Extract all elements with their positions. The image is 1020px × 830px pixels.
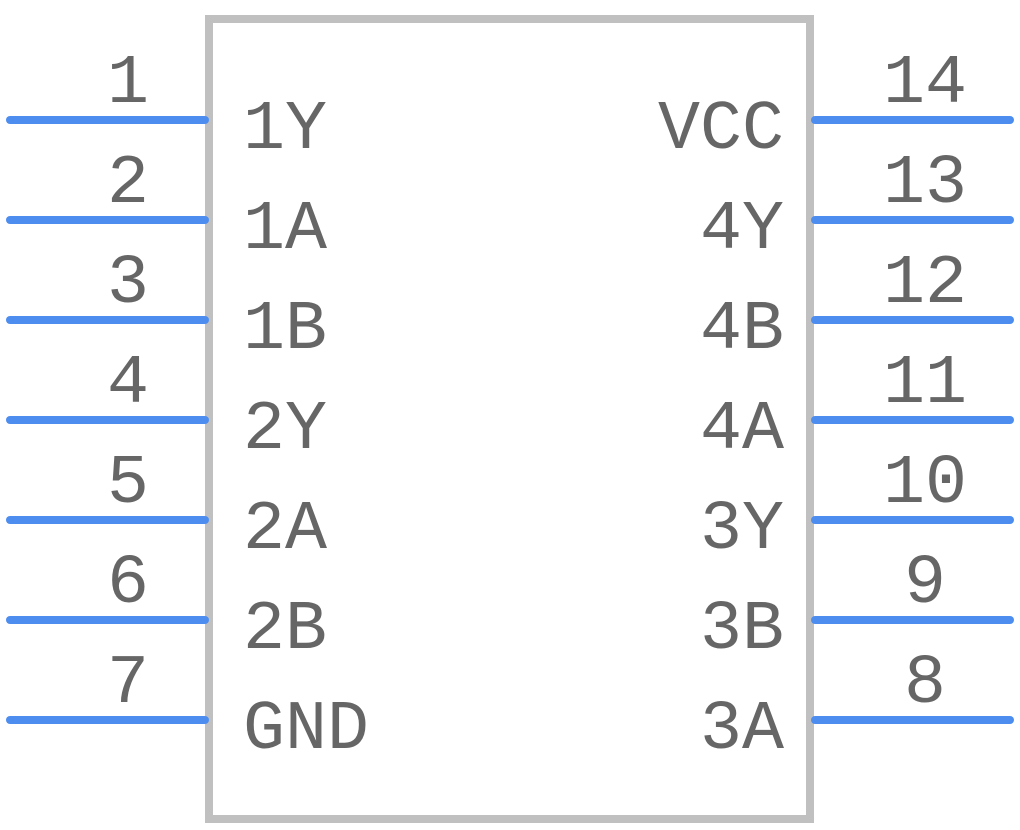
pin-name: 2A: [243, 491, 327, 570]
pin-number: 13: [883, 145, 967, 224]
pin-name: 1Y: [243, 91, 327, 170]
pin-number: 11: [883, 345, 967, 424]
pin-number: 7: [107, 645, 149, 724]
pin-name: 2B: [243, 591, 327, 670]
pin-8: 8 3A: [700, 645, 1014, 770]
pin-4: 4 2Y: [6, 345, 327, 470]
pin-number: 8: [904, 645, 946, 724]
pin-11: 11 4A: [700, 345, 1014, 470]
pin-name: 3A: [700, 691, 784, 770]
ic-body: [205, 15, 814, 823]
pin-9: 9 3B: [700, 545, 1014, 670]
pin-number: 12: [883, 245, 967, 324]
pin-1: 1 1Y: [6, 45, 327, 170]
pin-5: 5 2A: [6, 445, 327, 570]
pin-10: 10 3Y: [700, 445, 1014, 570]
pin-number: 6: [107, 545, 149, 624]
pin-13: 13 4Y: [700, 145, 1014, 270]
pin-number: 5: [107, 445, 149, 524]
pin-number: 1: [107, 45, 149, 124]
pin-name: 3B: [700, 591, 784, 670]
pin-name: GND: [243, 691, 369, 770]
pin-number: 2: [107, 145, 149, 224]
pin-3: 3 1B: [6, 245, 327, 370]
pin-6: 6 2B: [6, 545, 327, 670]
pin-name: 4A: [700, 391, 784, 470]
pin-name: 1B: [243, 291, 327, 370]
pin-name: 4B: [700, 291, 784, 370]
pin-name: 3Y: [700, 491, 784, 570]
pin-name: 4Y: [700, 191, 784, 270]
pin-2: 2 1A: [6, 145, 327, 270]
pin-number: 9: [904, 545, 946, 624]
pin-name: VCC: [658, 91, 784, 170]
pin-number: 14: [883, 45, 967, 124]
pin-12: 12 4B: [700, 245, 1014, 370]
pin-name: 1A: [243, 191, 327, 270]
pin-number: 3: [107, 245, 149, 324]
pin-number: 10: [883, 445, 967, 524]
pin-name: 2Y: [243, 391, 327, 470]
pin-number: 4: [107, 345, 149, 424]
